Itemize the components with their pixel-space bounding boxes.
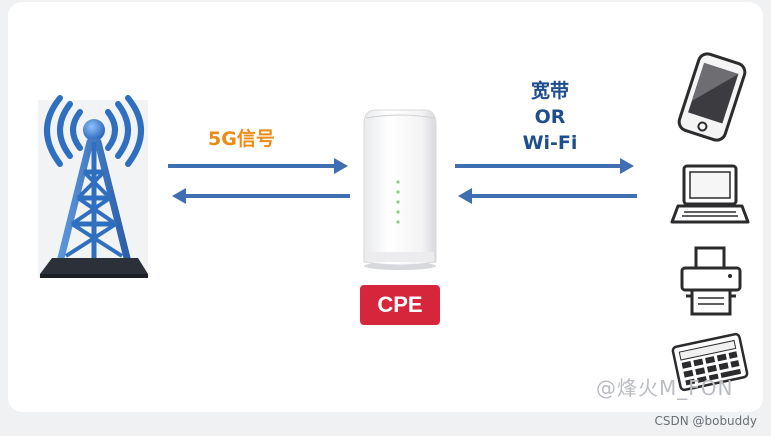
- calculator-icon: [671, 332, 749, 392]
- laptop-icon: [670, 164, 750, 224]
- connection-label-broadband: 宽带: [530, 80, 569, 102]
- connection-label: 宽带 OR Wi-Fi: [508, 78, 592, 156]
- watermark: @烽火M_FON: [596, 376, 734, 400]
- printer-icon: [680, 246, 742, 316]
- cell-tower-icon: [38, 95, 148, 278]
- connection-label-wifi: Wi-Fi: [522, 132, 578, 154]
- connection-label-or: OR: [534, 106, 566, 128]
- signal-label: 5G信号: [208, 128, 275, 150]
- cpe-badge: CPE: [360, 285, 440, 325]
- credit-text: CSDN @bobuddy: [654, 414, 757, 428]
- cpe-router-icon: [363, 109, 437, 270]
- smartphone-icon: [677, 52, 747, 142]
